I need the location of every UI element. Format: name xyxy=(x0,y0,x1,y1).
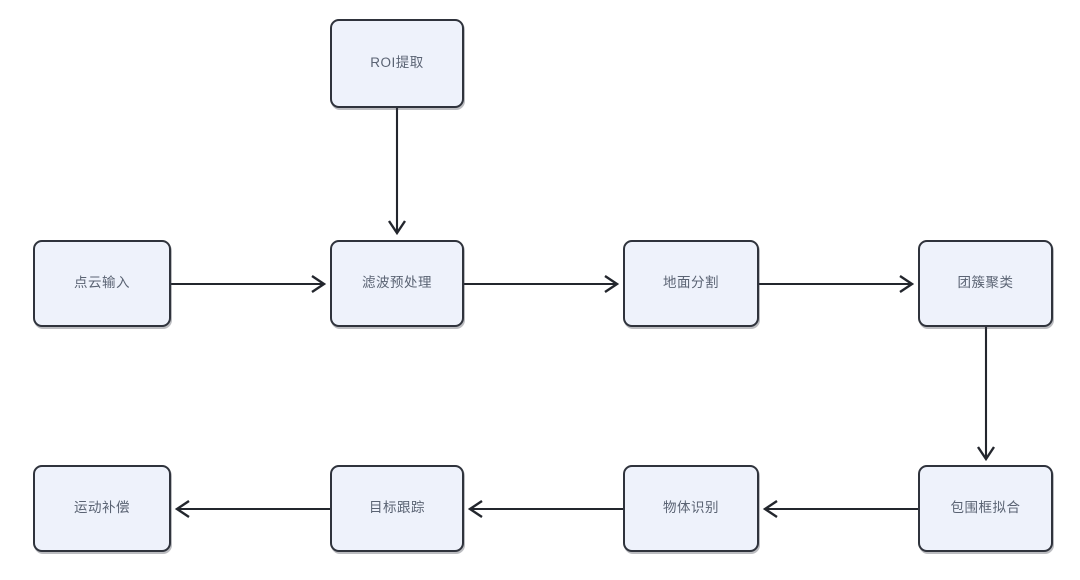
edge-roi-to-filter xyxy=(388,108,406,236)
edge-recognize-to-track xyxy=(467,500,623,518)
node-object-recognition-label: 物体识别 xyxy=(663,500,719,516)
node-roi[interactable]: ROI提取 xyxy=(330,19,464,108)
node-target-tracking-label: 目标跟踪 xyxy=(369,500,425,516)
edge-filter-to-ground xyxy=(464,275,620,293)
node-point-cloud-input-label: 点云输入 xyxy=(74,275,130,291)
node-bounding-box-fitting[interactable]: 包围框拟合 xyxy=(918,465,1053,552)
edge-track-to-motion xyxy=(174,500,330,518)
node-motion-compensation-label: 运动补偿 xyxy=(74,500,130,516)
node-ground-segmentation[interactable]: 地面分割 xyxy=(623,240,759,327)
node-motion-compensation[interactable]: 运动补偿 xyxy=(33,465,171,552)
node-ground-segmentation-label: 地面分割 xyxy=(663,275,719,291)
node-bounding-box-fitting-label: 包围框拟合 xyxy=(950,500,1021,516)
node-roi-label: ROI提取 xyxy=(370,55,424,71)
node-target-tracking[interactable]: 目标跟踪 xyxy=(330,465,464,552)
edge-input-to-filter xyxy=(171,275,327,293)
node-filter-preprocess[interactable]: 滤波预处理 xyxy=(330,240,464,327)
edge-bbox-to-recognize xyxy=(762,500,918,518)
node-cluster-label: 团簇聚类 xyxy=(957,275,1014,291)
edge-cluster-to-bbox xyxy=(977,327,995,462)
node-cluster[interactable]: 团簇聚类 xyxy=(918,240,1053,327)
edge-ground-to-cluster xyxy=(759,275,915,293)
node-object-recognition[interactable]: 物体识别 xyxy=(623,465,759,552)
node-point-cloud-input[interactable]: 点云输入 xyxy=(33,240,171,327)
node-filter-preprocess-label: 滤波预处理 xyxy=(362,275,432,291)
